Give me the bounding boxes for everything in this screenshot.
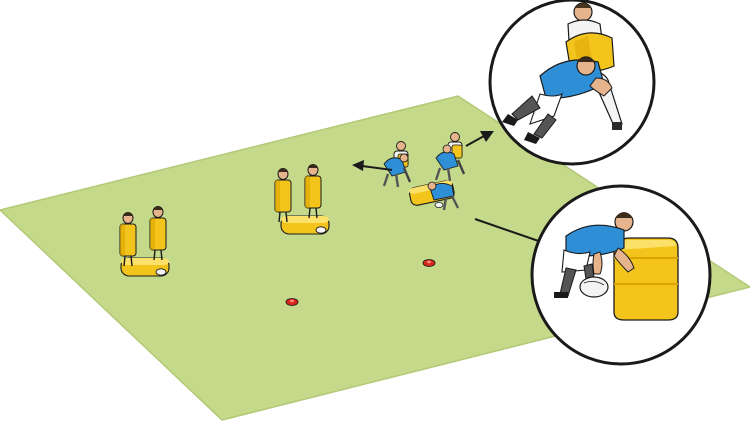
player-pair-left [382,141,412,188]
inset-ruck-pad [530,184,712,366]
arrow-left-icon [352,160,393,171]
cone-icon [285,298,299,306]
pitch [0,95,750,421]
ruck-pad [613,237,679,321]
inset-tackle [488,0,656,166]
rugby-ball-icon [579,276,609,298]
ground-pad-middle [280,215,330,235]
player-pair-right [434,132,466,182]
player-over-pad [427,181,460,211]
arrow-right-icon [465,131,494,147]
tackler-figure [502,56,613,144]
contact-group [382,132,466,211]
ground-pad-left [120,257,170,277]
cone-icon [422,259,436,267]
